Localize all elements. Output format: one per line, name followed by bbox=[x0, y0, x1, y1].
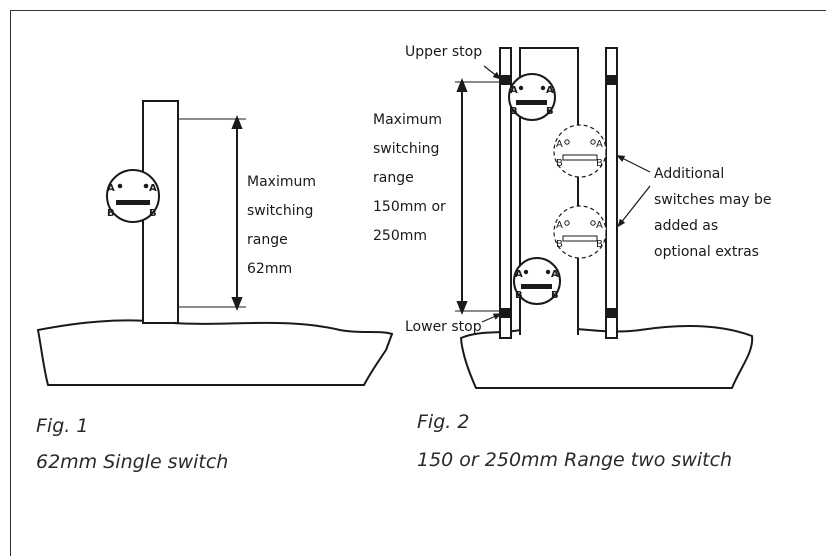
fig2-drawing: A A B B A A B B A A B B bbox=[373, 44, 776, 389]
fig2-optional-switch-1-icon: A A B B bbox=[553, 124, 607, 178]
fig2-right-rod bbox=[605, 47, 618, 339]
fig2-upper-b-left: B bbox=[510, 106, 518, 117]
fig2-additional-label: Additional switches may be added as opti… bbox=[654, 166, 776, 260]
fig2-upper-stop-block bbox=[500, 75, 511, 85]
fig2-left-rod bbox=[499, 47, 512, 339]
fig2-opt2-b-right: B bbox=[596, 239, 603, 250]
fig1-switch-a-left: A bbox=[107, 183, 115, 194]
fig2-range-label: Maximum switching range 150mm or 250mm bbox=[373, 112, 450, 244]
fig2-opt1-b-left: B bbox=[556, 158, 563, 169]
fig2-additional-leader-2 bbox=[617, 185, 651, 228]
fig2-opt1-a-right: A bbox=[596, 139, 603, 150]
fig2-upper-stop-leader bbox=[483, 65, 502, 80]
fig2-lower-stop-label: Lower stop bbox=[405, 319, 482, 335]
fig1-switch-icon: A A B B bbox=[106, 169, 160, 223]
fig1-caption-number: Fig. 1 bbox=[36, 415, 88, 437]
fig1-range-label: Maximum switching range 62mm bbox=[247, 174, 320, 277]
fig2-upper-switch-icon: A A B B bbox=[508, 73, 556, 121]
fig2-lower-a-right: A bbox=[551, 269, 559, 280]
fig1-switch-b-right: B bbox=[149, 208, 157, 219]
fig2-caption-text: 150 or 250mm Range two switch bbox=[417, 449, 732, 471]
fig2-upper-b-right: B bbox=[546, 106, 554, 117]
fig2-caption-number: Fig. 2 bbox=[417, 411, 469, 433]
fig2-opt2-b-left: B bbox=[556, 239, 563, 250]
fig2-upper-a-right: A bbox=[546, 85, 554, 96]
fig2-opt2-a-left: A bbox=[556, 220, 563, 231]
fig2-upper-a-left: A bbox=[510, 85, 518, 96]
fig2-additional-leader-1 bbox=[616, 155, 651, 173]
fig2-right-stop-lower bbox=[606, 308, 617, 318]
fig2-opt1-b-right: B bbox=[596, 158, 603, 169]
fig1-caption-text: 62mm Single switch bbox=[36, 451, 228, 473]
fig1-switch-b-left: B bbox=[107, 208, 115, 219]
fig1-base bbox=[36, 319, 394, 386]
fig2-lower-switch-icon: A A B B bbox=[513, 257, 561, 305]
figure-frame bbox=[10, 10, 826, 556]
fig2-lower-b-left: B bbox=[515, 290, 523, 301]
fig2-lower-stop-leader bbox=[481, 313, 502, 323]
fig2-lower-a-left: A bbox=[515, 269, 523, 280]
fig2-opt2-a-right: A bbox=[596, 220, 603, 231]
fig2-right-stop-upper bbox=[606, 75, 617, 85]
fig2-lower-stop-block bbox=[500, 308, 511, 318]
fig2-optional-switch-2-icon: A A B B bbox=[553, 205, 607, 259]
fig2-lower-b-right: B bbox=[551, 290, 559, 301]
fig1-drawing: A A B B Maximum switching range 62mm bbox=[36, 100, 394, 386]
fig1-switch-a-right: A bbox=[149, 183, 157, 194]
fig2-upper-stop-label: Upper stop bbox=[405, 44, 482, 60]
fig2-opt1-a-left: A bbox=[556, 139, 563, 150]
